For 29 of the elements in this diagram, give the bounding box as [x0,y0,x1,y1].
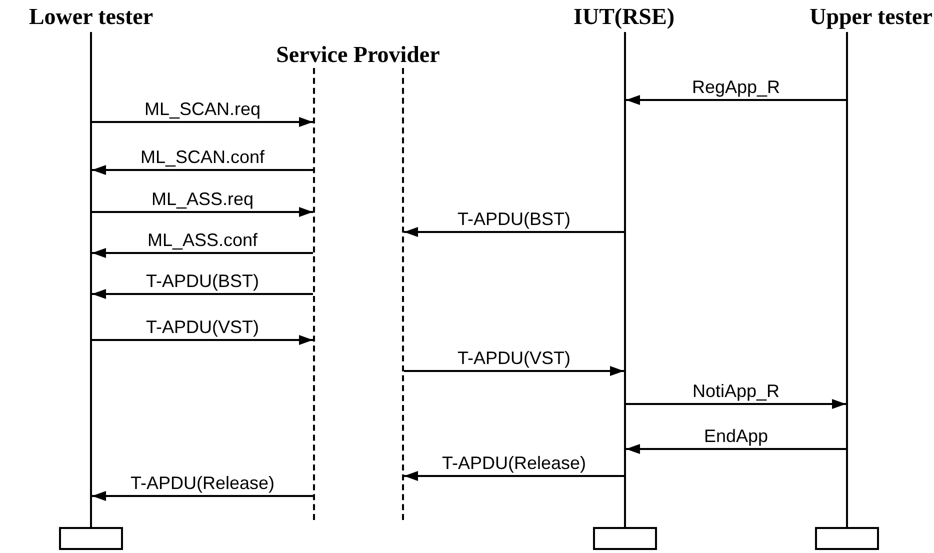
lifeline-end-box [59,527,123,550]
lifeline-title: Upper tester [810,4,932,30]
lifeline [402,68,404,520]
arrow [92,491,313,501]
arrow [92,335,313,345]
edge-label: T-APDU(BST) [144,271,261,291]
arrow [92,207,313,217]
arrow [92,289,313,299]
edge-label: T-APDU(VST) [456,348,572,368]
lifeline [90,32,92,527]
lifeline-title: Lower tester [28,4,154,30]
arrow [404,471,624,481]
arrow [626,444,846,454]
lifeline [313,68,315,520]
lifeline-end-box [815,527,879,550]
arrow [626,399,846,409]
arrow [92,165,313,175]
lifeline [846,32,848,527]
lifeline-title: IUT(RSE) [574,4,674,30]
lifeline [624,32,626,527]
edge-label: T-APDU(VST) [144,317,261,337]
arrow [404,227,624,237]
arrow [92,248,313,258]
arrow [92,117,313,127]
arrow [626,95,846,105]
lifeline-end-box [593,527,657,550]
edge-label: T-APDU(BST) [456,209,572,229]
lifeline-title: Service Provider [276,42,440,68]
arrow [404,366,624,376]
